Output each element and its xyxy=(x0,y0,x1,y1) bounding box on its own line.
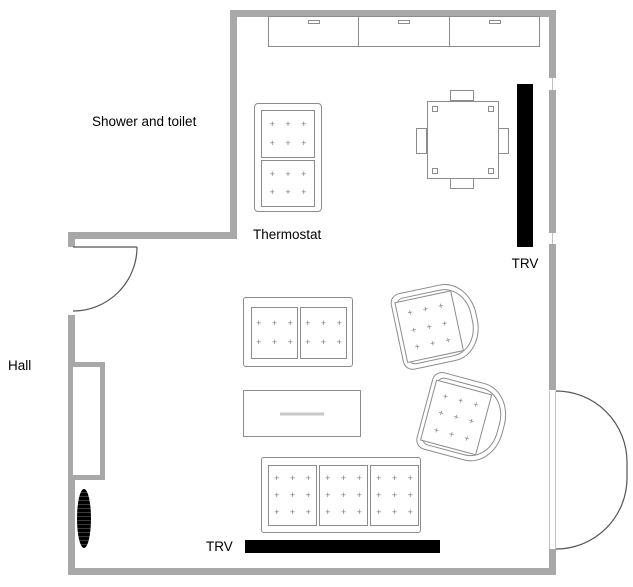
label-trv-right: TRV xyxy=(511,256,539,271)
table-leg xyxy=(432,168,438,174)
wall-shower-horizontal xyxy=(68,232,237,239)
door-left-swing[interactable] xyxy=(72,246,138,312)
radiator-bottom[interactable] xyxy=(245,540,440,553)
cushion-marks: + + + xyxy=(376,507,413,517)
cushion-marks: + + + xyxy=(325,507,362,517)
sofa-cushion: + + + + + + xyxy=(251,307,298,359)
door-opening-jamb-inner xyxy=(549,391,550,549)
table-leg xyxy=(488,106,494,112)
dining-chair-left[interactable] xyxy=(416,128,427,154)
sofa-two-seat[interactable]: + + + + + + + + + + + + xyxy=(243,297,353,367)
window-line-upper xyxy=(552,78,553,90)
coffee-table-text xyxy=(280,412,324,415)
wall-right-2 xyxy=(549,90,556,233)
sofa-cushion: + + + + + + xyxy=(300,307,347,359)
loveseat-cushion: + + + + + + xyxy=(261,160,315,207)
wardrobe-divider xyxy=(449,17,450,46)
label-hall: Hall xyxy=(8,358,32,373)
cushion-marks: + + + xyxy=(256,337,293,348)
cushion-marks: + + + xyxy=(325,490,362,500)
coffee-table[interactable] xyxy=(243,390,361,437)
dining-chair-top[interactable] xyxy=(450,90,474,101)
dining-table[interactable] xyxy=(427,101,499,179)
wall-recess xyxy=(68,362,105,480)
cushion-marks: + + + xyxy=(376,490,413,500)
cushion-marks: + + + xyxy=(274,473,311,483)
wall-right-1 xyxy=(549,10,556,78)
cushion-marks: + + + xyxy=(269,187,307,197)
cushion-marks: + + + xyxy=(269,137,307,148)
table-leg xyxy=(488,168,494,174)
door-double-swing[interactable] xyxy=(555,390,628,550)
label-thermostat: Thermostat xyxy=(253,227,322,242)
wall-right-4 xyxy=(549,549,556,575)
wardrobe[interactable] xyxy=(268,16,540,47)
loveseat-cushion: + + + + + + xyxy=(261,110,315,158)
radiator-right[interactable] xyxy=(517,84,533,247)
wall-right-3 xyxy=(549,244,556,390)
door-opening-jamb-outer xyxy=(555,391,556,549)
cushion-marks: + + + xyxy=(274,507,311,517)
wardrobe-handle xyxy=(398,20,410,24)
cushion-marks: + + + xyxy=(305,337,342,348)
cushion-marks: + + + xyxy=(269,119,307,130)
cushion-marks: + + + xyxy=(274,490,311,500)
label-trv-bottom: TRV xyxy=(206,539,233,554)
wall-left-1 xyxy=(68,232,75,247)
wardrobe-handle xyxy=(489,20,501,24)
cushion-marks: + + + xyxy=(269,169,307,179)
sofa-cushion: + + + + + + + + + xyxy=(370,465,419,526)
wardrobe-handle xyxy=(308,20,320,24)
wall-bottom xyxy=(68,568,556,575)
cushion-marks: + + + xyxy=(305,317,342,328)
window-line-lower xyxy=(552,233,553,244)
cushion-marks: + + + xyxy=(256,317,293,328)
sofa-three-seat[interactable]: + + + + + + + + + + + + + + + + + + + + … xyxy=(261,457,421,533)
wardrobe-divider xyxy=(358,17,359,46)
wall-top xyxy=(233,10,556,17)
radiator-hall[interactable] xyxy=(77,489,91,548)
table-leg xyxy=(432,106,438,112)
dining-chair-bottom[interactable] xyxy=(450,178,474,189)
sofa-cushion: + + + + + + + + + xyxy=(268,465,317,526)
cushion-marks: + + + xyxy=(376,473,413,483)
dining-chair-right[interactable] xyxy=(498,128,509,154)
loveseat[interactable]: + + + + + + + + + + + + xyxy=(254,103,322,212)
wall-shower-vertical xyxy=(230,10,237,239)
sofa-cushion: + + + + + + + + + xyxy=(319,465,368,526)
cushion-marks: + + + xyxy=(325,473,362,483)
label-shower-toilet: Shower and toilet xyxy=(92,114,197,129)
